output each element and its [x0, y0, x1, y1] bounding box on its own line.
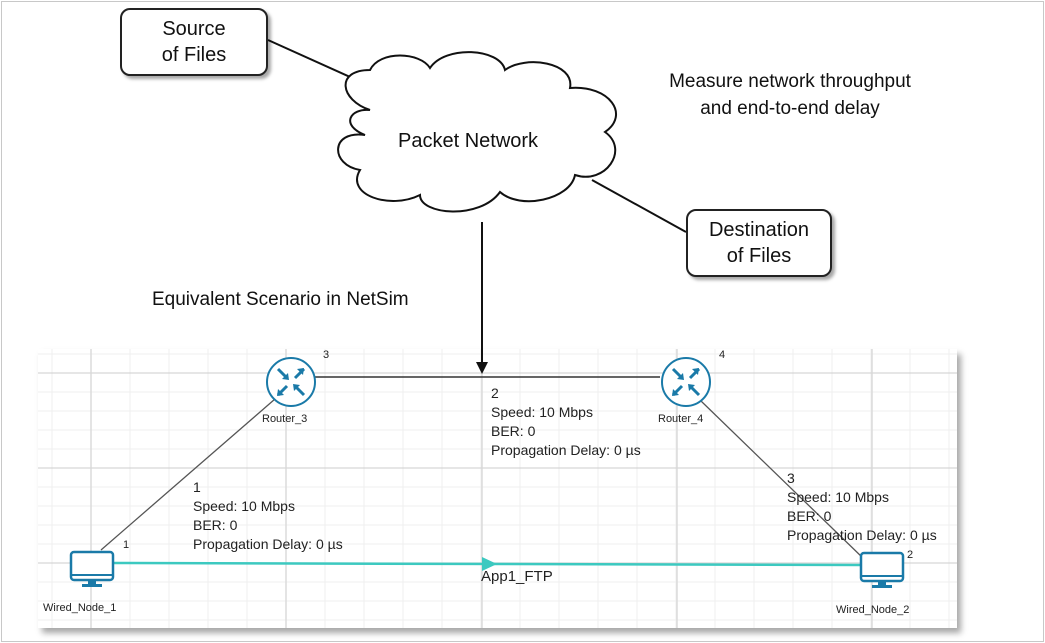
- source-box-line-2: of Files: [161, 44, 227, 66]
- app-flow-label[interactable]: App1_FTP: [481, 568, 553, 585]
- netsim-grid-and-links: [38, 349, 957, 628]
- netsim-canvas[interactable]: Router_3 3 Router_4 4 Wired_Node_1 1 Wir…: [38, 349, 957, 628]
- router-3-label: Router_3: [262, 413, 308, 425]
- wired-node-2-label: Wired_Node_2: [836, 604, 910, 616]
- source-of-files-box: Source of Files: [120, 8, 268, 76]
- link-1-ber: BER: 0: [193, 517, 238, 533]
- link-1-id: 1: [193, 479, 201, 495]
- packet-network-label: Packet Network: [398, 130, 539, 152]
- source-box-line-1: Source: [162, 18, 226, 40]
- destination-box-line-1: Destination: [708, 219, 810, 241]
- wired-node-icon[interactable]: [69, 550, 115, 590]
- destination-of-files-box: Destination of Files: [686, 209, 832, 277]
- router-3-id: 3: [323, 349, 330, 361]
- destination-connector: [591, 179, 687, 233]
- link-3-speed: Speed: 10 Mbps: [787, 489, 889, 505]
- link-3-id: 3: [787, 470, 795, 486]
- goal-text: Measure network throughput and end-to-en…: [640, 68, 940, 122]
- wired-node-1-id: 1: [123, 539, 130, 551]
- link-3-properties[interactable]: 3 Speed: 10 Mbps BER: 0 Propagation Dela…: [787, 469, 937, 545]
- link-1-speed: Speed: 10 Mbps: [193, 498, 295, 514]
- wired-node-2-id: 2: [907, 549, 914, 561]
- wired-node-icon[interactable]: [859, 551, 905, 591]
- app-flow-arrow: [482, 557, 497, 571]
- link-2-ber: BER: 0: [491, 423, 536, 439]
- link-2-delay: Propagation Delay: 0 µs: [491, 442, 641, 458]
- link-3-ber: BER: 0: [787, 508, 832, 524]
- link-1-line[interactable]: [100, 398, 276, 551]
- link-2-id: 2: [491, 385, 499, 401]
- router-icon[interactable]: [265, 356, 317, 408]
- link-2-properties[interactable]: 2 Speed: 10 Mbps BER: 0 Propagation Dela…: [491, 384, 641, 460]
- destination-box-line-2: of Files: [726, 245, 792, 267]
- goal-line-2: and end-to-end delay: [700, 98, 880, 119]
- link-3-delay: Propagation Delay: 0 µs: [787, 527, 937, 543]
- link-1-delay: Propagation Delay: 0 µs: [193, 536, 343, 552]
- link-3-line[interactable]: [700, 400, 865, 560]
- router-4-label: Router_4: [658, 413, 704, 425]
- link-2-speed: Speed: 10 Mbps: [491, 404, 593, 420]
- scenario-caption: Equivalent Scenario in NetSim: [152, 289, 409, 310]
- router-icon[interactable]: [660, 356, 712, 408]
- link-1-properties[interactable]: 1 Speed: 10 Mbps BER: 0 Propagation Dela…: [193, 478, 343, 554]
- router-4-id: 4: [719, 349, 726, 361]
- goal-line-1: Measure network throughput: [669, 71, 911, 92]
- wired-node-1-label: Wired_Node_1: [43, 602, 117, 614]
- cloud-shape: [337, 51, 617, 213]
